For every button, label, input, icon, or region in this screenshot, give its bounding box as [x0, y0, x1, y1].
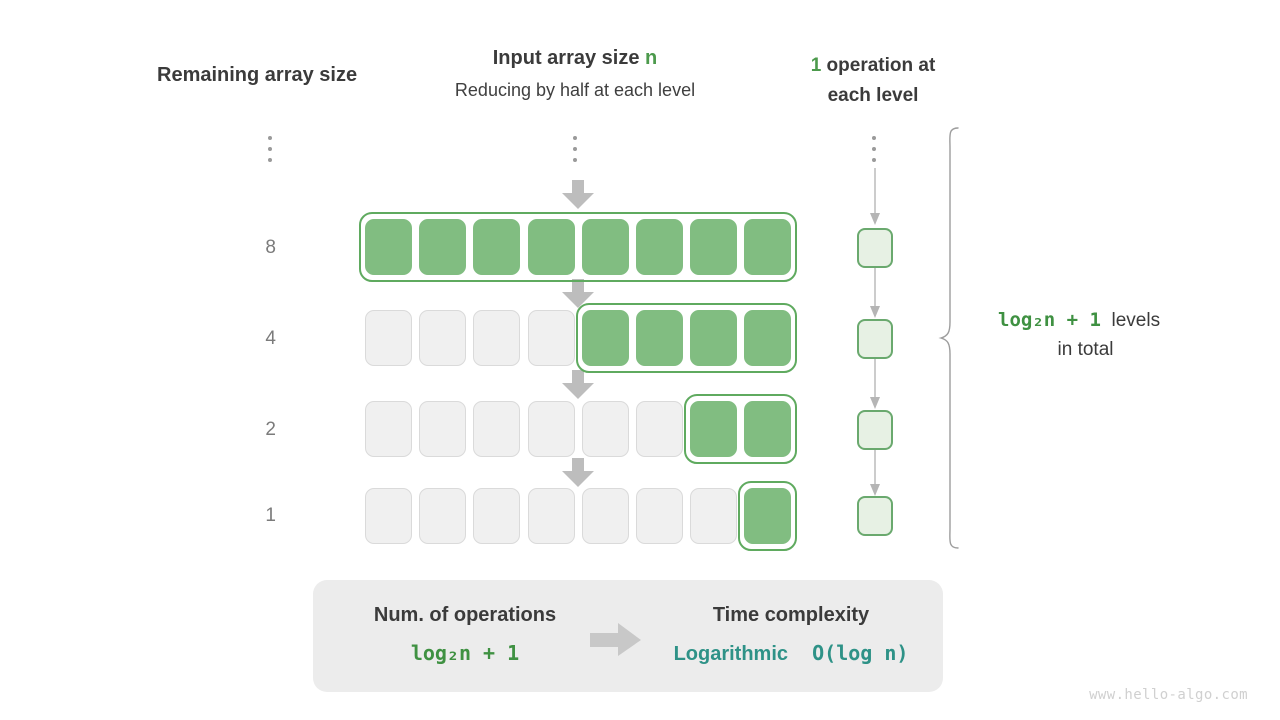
array-row-level-3	[365, 394, 798, 464]
total-levels-label: log₂n + 1 levels in total	[998, 306, 1198, 364]
array-cell-inactive	[365, 401, 412, 457]
header-reducing-subtitle: Reducing by half at each level	[454, 80, 696, 100]
array-cell-active	[419, 219, 467, 275]
array-cell-active	[527, 219, 575, 275]
down-arrow-to-level-3	[561, 370, 595, 400]
size-label-level-4: 1	[265, 505, 276, 526]
header-op-text-line2: each level	[827, 85, 919, 106]
vertical-ellipsis-left-icon	[268, 136, 274, 169]
header-op-count: 1	[810, 55, 822, 76]
array-cell-inactive	[473, 310, 521, 366]
down-arrow-to-level-1	[561, 180, 595, 210]
summary-complexity-column: Time complexity Logarithmic O(log n)	[656, 604, 926, 666]
summary-operations-value: log₂n + 1	[410, 641, 520, 665]
array-cell-inactive	[419, 401, 467, 457]
size-label-level-3: 2	[265, 419, 276, 440]
op-arrow-to-box-1	[869, 168, 881, 226]
operation-box-level-1	[857, 228, 893, 268]
vertical-ellipsis-middle-icon	[573, 136, 579, 169]
summary-complexity-notation: O(log n)	[812, 641, 909, 665]
operation-box-level-4	[857, 496, 893, 536]
array-cell-inactive	[365, 310, 412, 366]
array-cell-active	[690, 401, 738, 457]
header-remaining-array-size: Remaining array size	[157, 64, 358, 86]
header-op-text-line1: operation at	[821, 55, 936, 76]
array-cell-inactive	[527, 488, 575, 544]
total-levels-formula: log₂n + 1	[998, 309, 1101, 331]
vertical-ellipsis-right-icon	[872, 136, 878, 169]
op-arrow-to-box-2	[869, 268, 881, 319]
op-arrow-to-box-3	[869, 359, 881, 410]
array-cell-active	[473, 219, 521, 275]
header-input-array-size-text: Input array size	[492, 47, 646, 69]
header-input-array-size-var: n	[645, 47, 658, 69]
summary-operations-column: Num. of operations log₂n + 1	[330, 604, 600, 665]
array-cell-inactive	[636, 488, 683, 544]
array-cell-active	[690, 219, 738, 275]
array-cell-inactive	[636, 401, 683, 457]
array-cell-active	[744, 401, 792, 457]
array-cell-inactive	[581, 401, 629, 457]
operation-box-level-3	[857, 410, 893, 450]
watermark: www.hello-algo.com	[1089, 687, 1248, 703]
array-cell-inactive	[690, 488, 738, 544]
array-cell-inactive	[473, 401, 521, 457]
summary-complexity-word: Logarithmic	[673, 643, 789, 665]
array-row-level-2	[365, 303, 798, 373]
array-cell-inactive	[419, 488, 467, 544]
total-levels-word: levels	[1111, 310, 1161, 331]
array-cell-inactive	[527, 401, 575, 457]
down-arrow-to-level-4	[561, 458, 595, 488]
array-cell-active	[636, 310, 683, 366]
array-cell-active	[744, 310, 792, 366]
array-cell-active	[744, 219, 792, 275]
array-cell-active	[581, 310, 629, 366]
array-cell-active	[744, 488, 792, 544]
array-row-level-1	[359, 212, 798, 282]
summary-panel: Num. of operations log₂n + 1 Time comple…	[313, 580, 943, 692]
summary-operations-title: Num. of operations	[373, 604, 557, 626]
array-cell-inactive	[473, 488, 521, 544]
summary-right-arrow-icon	[590, 623, 642, 657]
array-cell-active	[581, 219, 629, 275]
operation-box-level-2	[857, 319, 893, 359]
total-levels-brace-icon	[938, 126, 964, 555]
header-input-array-size: Input array size n	[493, 47, 658, 70]
array-cell-inactive	[581, 488, 629, 544]
array-cell-inactive	[527, 310, 575, 366]
array-row-level-4	[365, 481, 798, 551]
summary-complexity-title: Time complexity	[712, 604, 870, 626]
total-levels-word2: in total	[1057, 339, 1114, 360]
op-arrow-to-box-4	[869, 450, 881, 497]
summary-complexity-value: Logarithmic O(log n)	[656, 641, 926, 666]
array-cell-active	[636, 219, 683, 275]
array-cell-active	[365, 219, 412, 275]
down-arrow-to-level-2	[561, 279, 595, 309]
size-label-level-2: 4	[265, 328, 276, 349]
array-cell-inactive	[365, 488, 412, 544]
size-label-level-1: 8	[265, 237, 276, 258]
header-one-operation: 1 operation at each level	[811, 51, 936, 111]
array-cell-active	[690, 310, 738, 366]
array-cell-inactive	[419, 310, 467, 366]
